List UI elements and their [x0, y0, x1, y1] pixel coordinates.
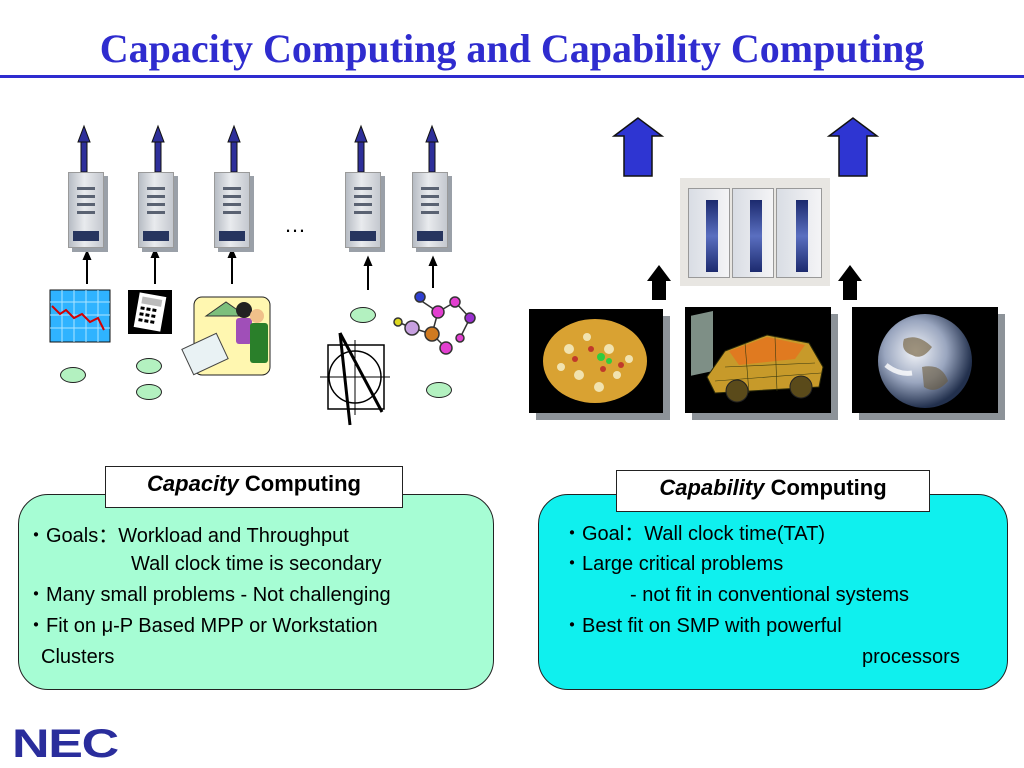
- task-ellipse: [136, 384, 162, 400]
- title-underline: [0, 75, 1024, 78]
- architect-people-icon: [181, 296, 271, 376]
- compass-icon: [320, 332, 390, 426]
- capability-line-4: ・Best fit on SMP with powerful: [562, 615, 842, 637]
- capacity-illustration: [49, 117, 880, 426]
- capability-label-italic: Capability: [659, 475, 765, 500]
- up-arrow-icon: [77, 124, 91, 173]
- supercomputer-image: [680, 178, 830, 286]
- server-icon: [68, 172, 104, 248]
- capability-line-2: ・Large critical problems: [562, 553, 784, 575]
- server-icon: [138, 172, 174, 248]
- capacity-line-2: Wall clock time is secondary: [131, 553, 382, 575]
- car-crash-simulation-image: [685, 307, 831, 413]
- server-icon: [214, 172, 250, 248]
- task-ellipse: [350, 307, 376, 323]
- up-arrow-icon: [838, 265, 862, 300]
- earth-globe-image: [852, 307, 998, 413]
- task-ellipse: [136, 358, 162, 374]
- capacity-line-1: ・Goals：Workload and Throughput: [26, 525, 349, 547]
- server-icon: [345, 172, 381, 248]
- capability-line-5: processors: [862, 646, 960, 668]
- up-arrow-icon: [826, 117, 880, 177]
- capability-label-rest: Computing: [764, 475, 887, 500]
- ellipsis: …: [284, 212, 306, 237]
- capability-panel: [538, 494, 1008, 690]
- up-arrow-icon: [647, 265, 671, 300]
- capability-label: Capability Computing: [616, 470, 930, 512]
- molecule-icon: [393, 291, 476, 355]
- up-arrow-icon: [354, 124, 368, 173]
- line-chart-icon: [49, 289, 111, 343]
- capacity-line-4: ・Fit on μ-P Based MPP or Workstation: [26, 615, 378, 637]
- calculator-icon: [128, 290, 172, 334]
- up-arrow-icon: [151, 124, 165, 173]
- capacity-label-rest: Computing: [238, 471, 361, 496]
- molecular-simulation-image: [529, 309, 663, 413]
- capability-line-3: - not fit in conventional systems: [630, 584, 910, 606]
- capacity-panel: [18, 494, 494, 690]
- capacity-line-5: Clusters: [41, 646, 115, 668]
- up-arrow-icon: [611, 117, 665, 177]
- page-title: Capacity Computing and Capability Comput…: [99, 26, 925, 71]
- up-arrow-icon: [425, 124, 439, 173]
- capacity-line-3: ・Many small problems - Not challenging: [26, 584, 391, 606]
- server-icon: [412, 172, 448, 248]
- capacity-label-italic: Capacity: [147, 471, 239, 496]
- capability-line-1: ・Goal：Wall clock time(TAT): [562, 523, 825, 545]
- up-arrow-icon: [227, 124, 241, 173]
- capacity-label: Capacity Computing: [105, 466, 403, 508]
- task-ellipse: [426, 382, 452, 398]
- task-ellipse: [60, 367, 86, 383]
- nec-logo: NEC: [12, 722, 119, 766]
